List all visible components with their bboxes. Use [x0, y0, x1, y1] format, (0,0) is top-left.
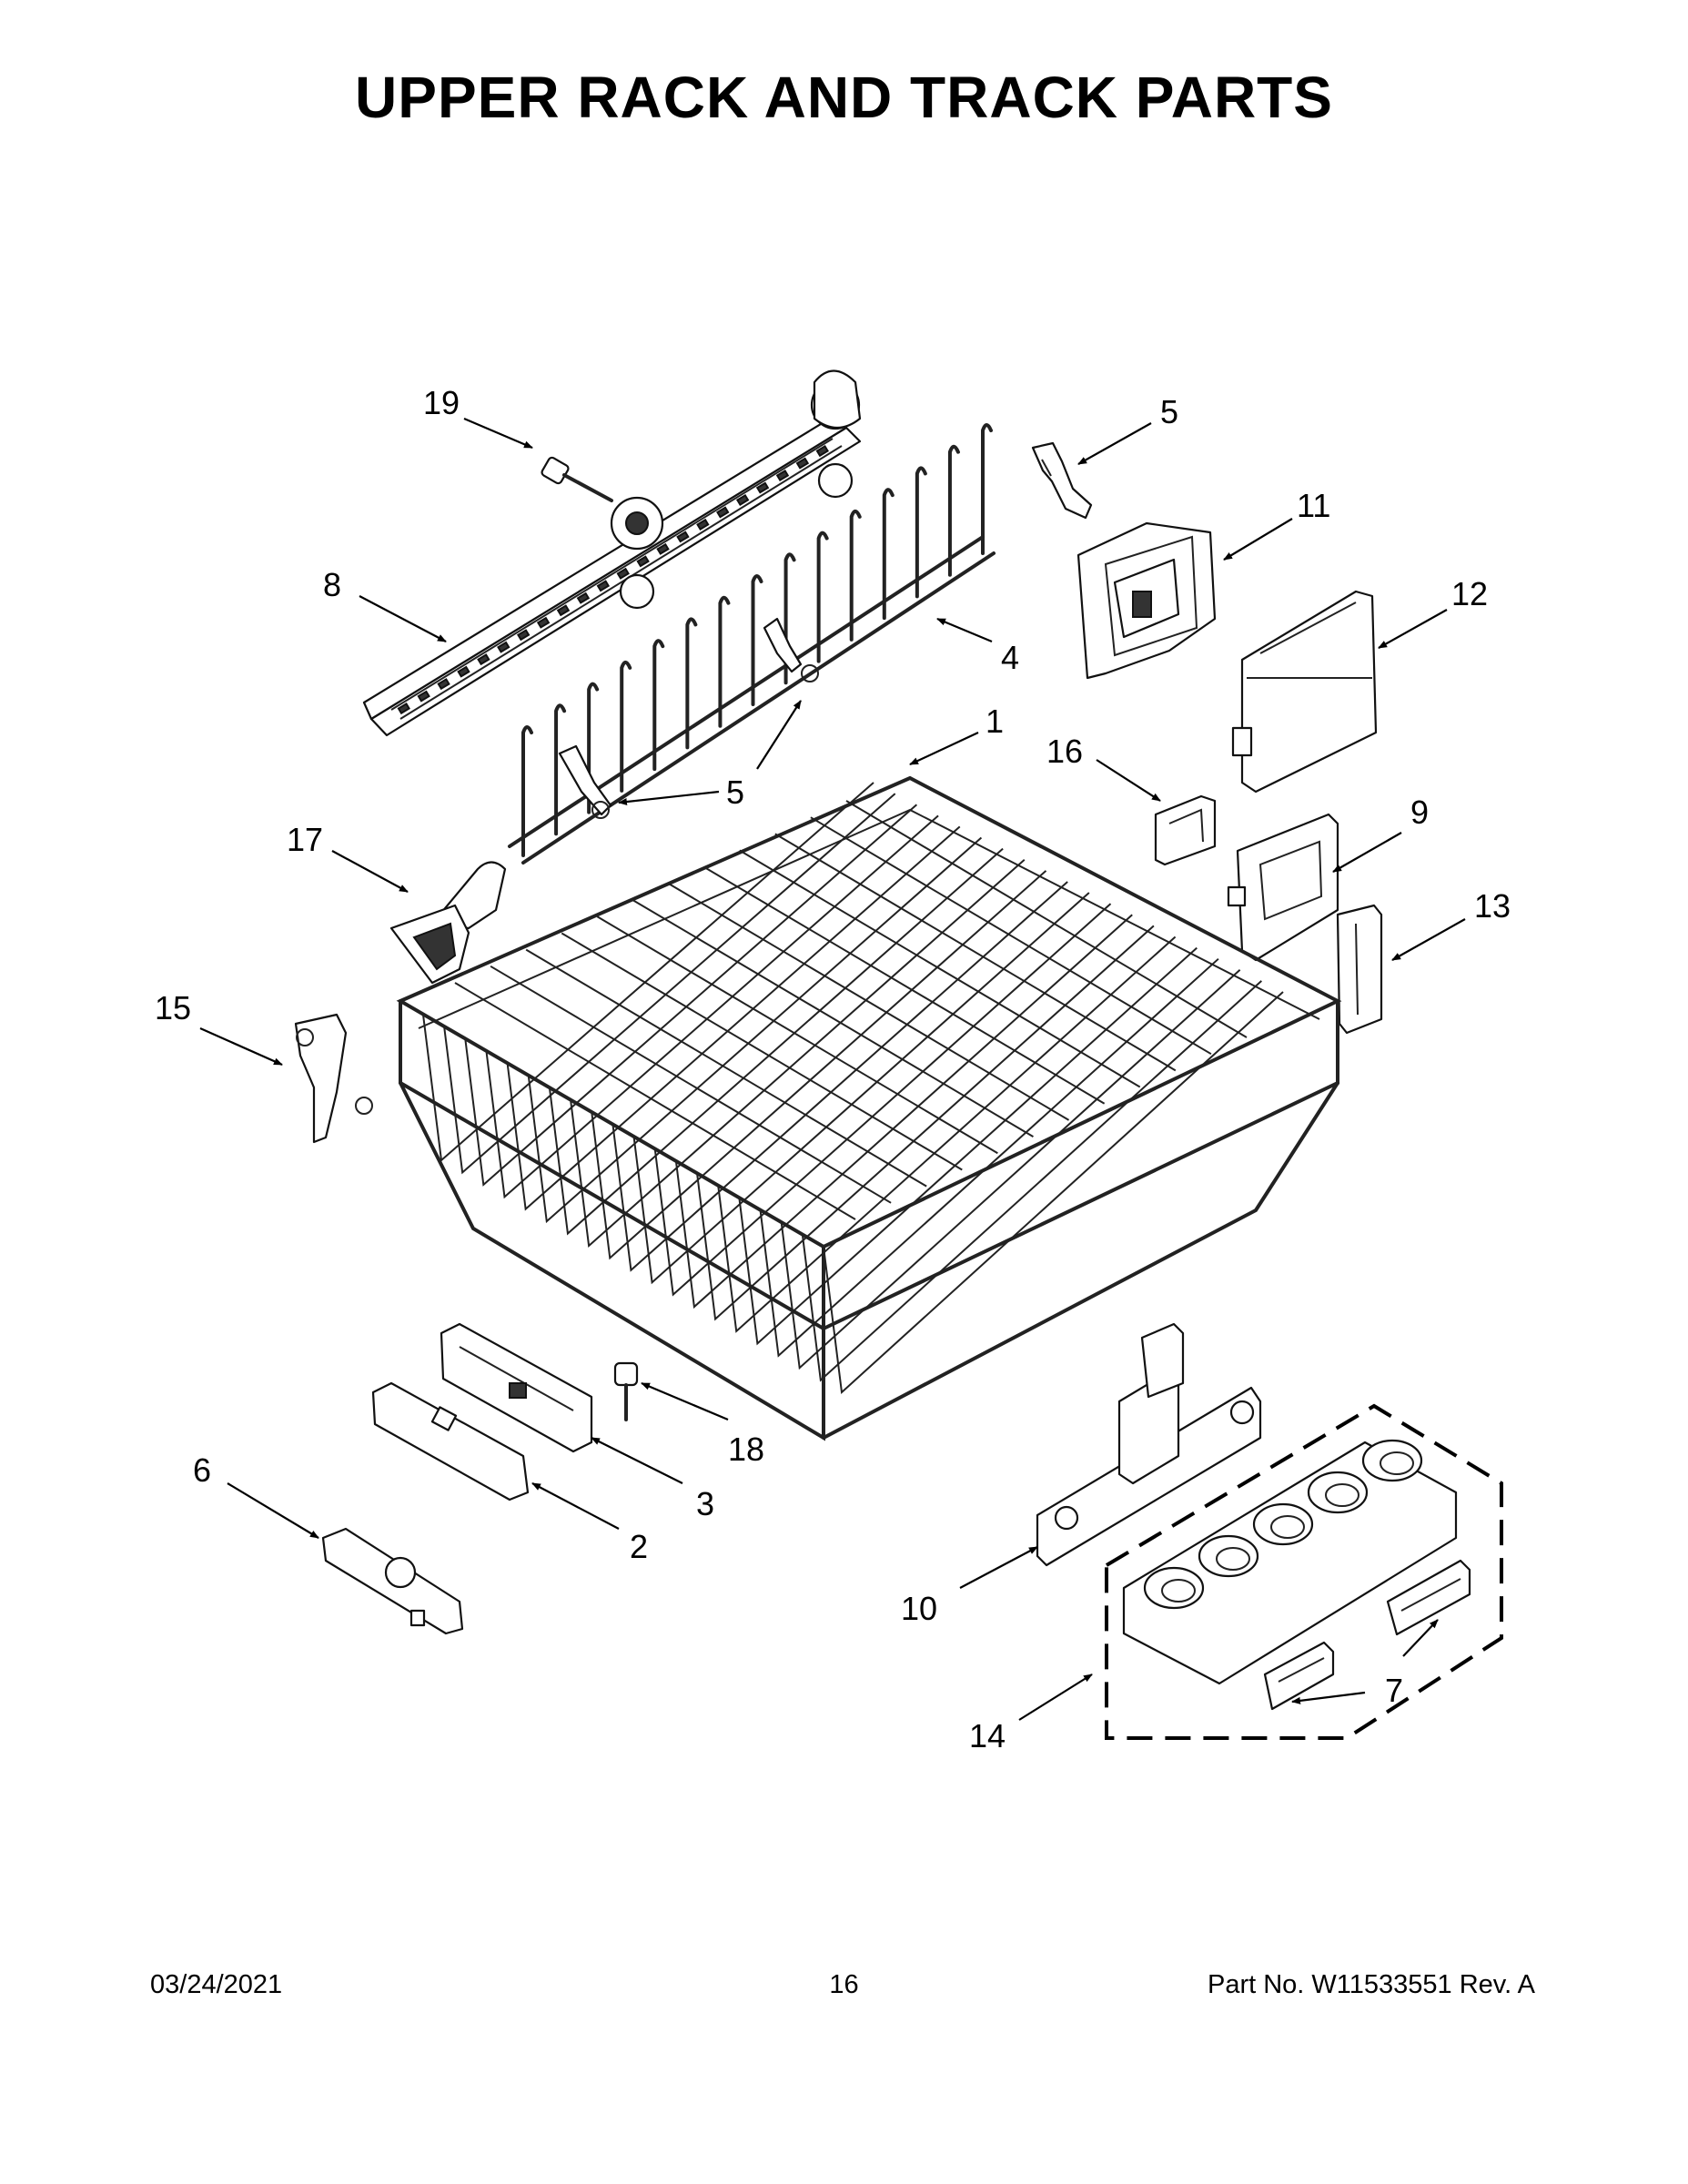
callout-8: 8 — [323, 566, 341, 603]
footer-page-number: 16 — [829, 1970, 859, 1999]
callout-9: 9 — [1410, 794, 1429, 831]
part-13-latch — [1336, 904, 1383, 1035]
callout-18: 18 — [728, 1431, 764, 1468]
part-5-clip-lower — [558, 617, 819, 819]
callout-3: 3 — [696, 1485, 714, 1522]
part-14-kit-outline — [1105, 1403, 1503, 1740]
callout-13: 13 — [1474, 887, 1511, 925]
footer-part-number: Part No. W11533551 Rev. A — [1207, 1970, 1535, 1999]
part-10-adjuster-frame — [1036, 1322, 1262, 1567]
callout-16: 16 — [1046, 733, 1083, 770]
callout-17: 17 — [287, 821, 323, 858]
callout-10: 10 — [901, 1590, 937, 1627]
footer-date: 03/24/2021 — [150, 1970, 283, 1999]
part-9-bracket — [1227, 813, 1339, 962]
part-18-screw — [613, 1361, 639, 1421]
callout-5-lower: 5 — [726, 774, 744, 811]
callout-19: 19 — [423, 384, 460, 421]
part-11-bracket — [1076, 521, 1217, 680]
part-2-handle-cover — [371, 1381, 530, 1502]
callout-4: 4 — [1001, 639, 1019, 676]
part-8-slide-track — [362, 369, 862, 737]
callout-11: 11 — [1297, 487, 1330, 524]
callout-7: 7 — [1385, 1672, 1403, 1709]
part-19-screw — [541, 456, 613, 502]
part-17-actuator — [389, 861, 507, 985]
callout-2: 2 — [630, 1528, 648, 1565]
part-7-clips — [1263, 1559, 1471, 1711]
part-6-adjuster — [321, 1527, 464, 1635]
callout-15: 15 — [155, 989, 191, 1026]
part-14-caddy — [1122, 1439, 1458, 1685]
part-5-clip-upper — [1031, 441, 1093, 520]
callout-leaders — [199, 417, 1466, 1721]
page-title: UPPER RACK AND TRACK PARTS — [355, 65, 1333, 130]
part-16-clip — [1154, 794, 1217, 866]
part-1-wire-basket — [396, 775, 1342, 1441]
part-15-clip — [294, 1013, 373, 1144]
callout-6: 6 — [193, 1451, 211, 1489]
callout-1: 1 — [986, 703, 1004, 740]
callout-14: 14 — [969, 1717, 1006, 1754]
part-12-panel — [1231, 590, 1378, 794]
callout-5-upper: 5 — [1160, 393, 1178, 430]
callout-12: 12 — [1451, 575, 1488, 612]
callout-labels: 19 5 11 8 12 4 1 16 5 17 9 13 15 18 3 6 … — [155, 384, 1511, 1754]
